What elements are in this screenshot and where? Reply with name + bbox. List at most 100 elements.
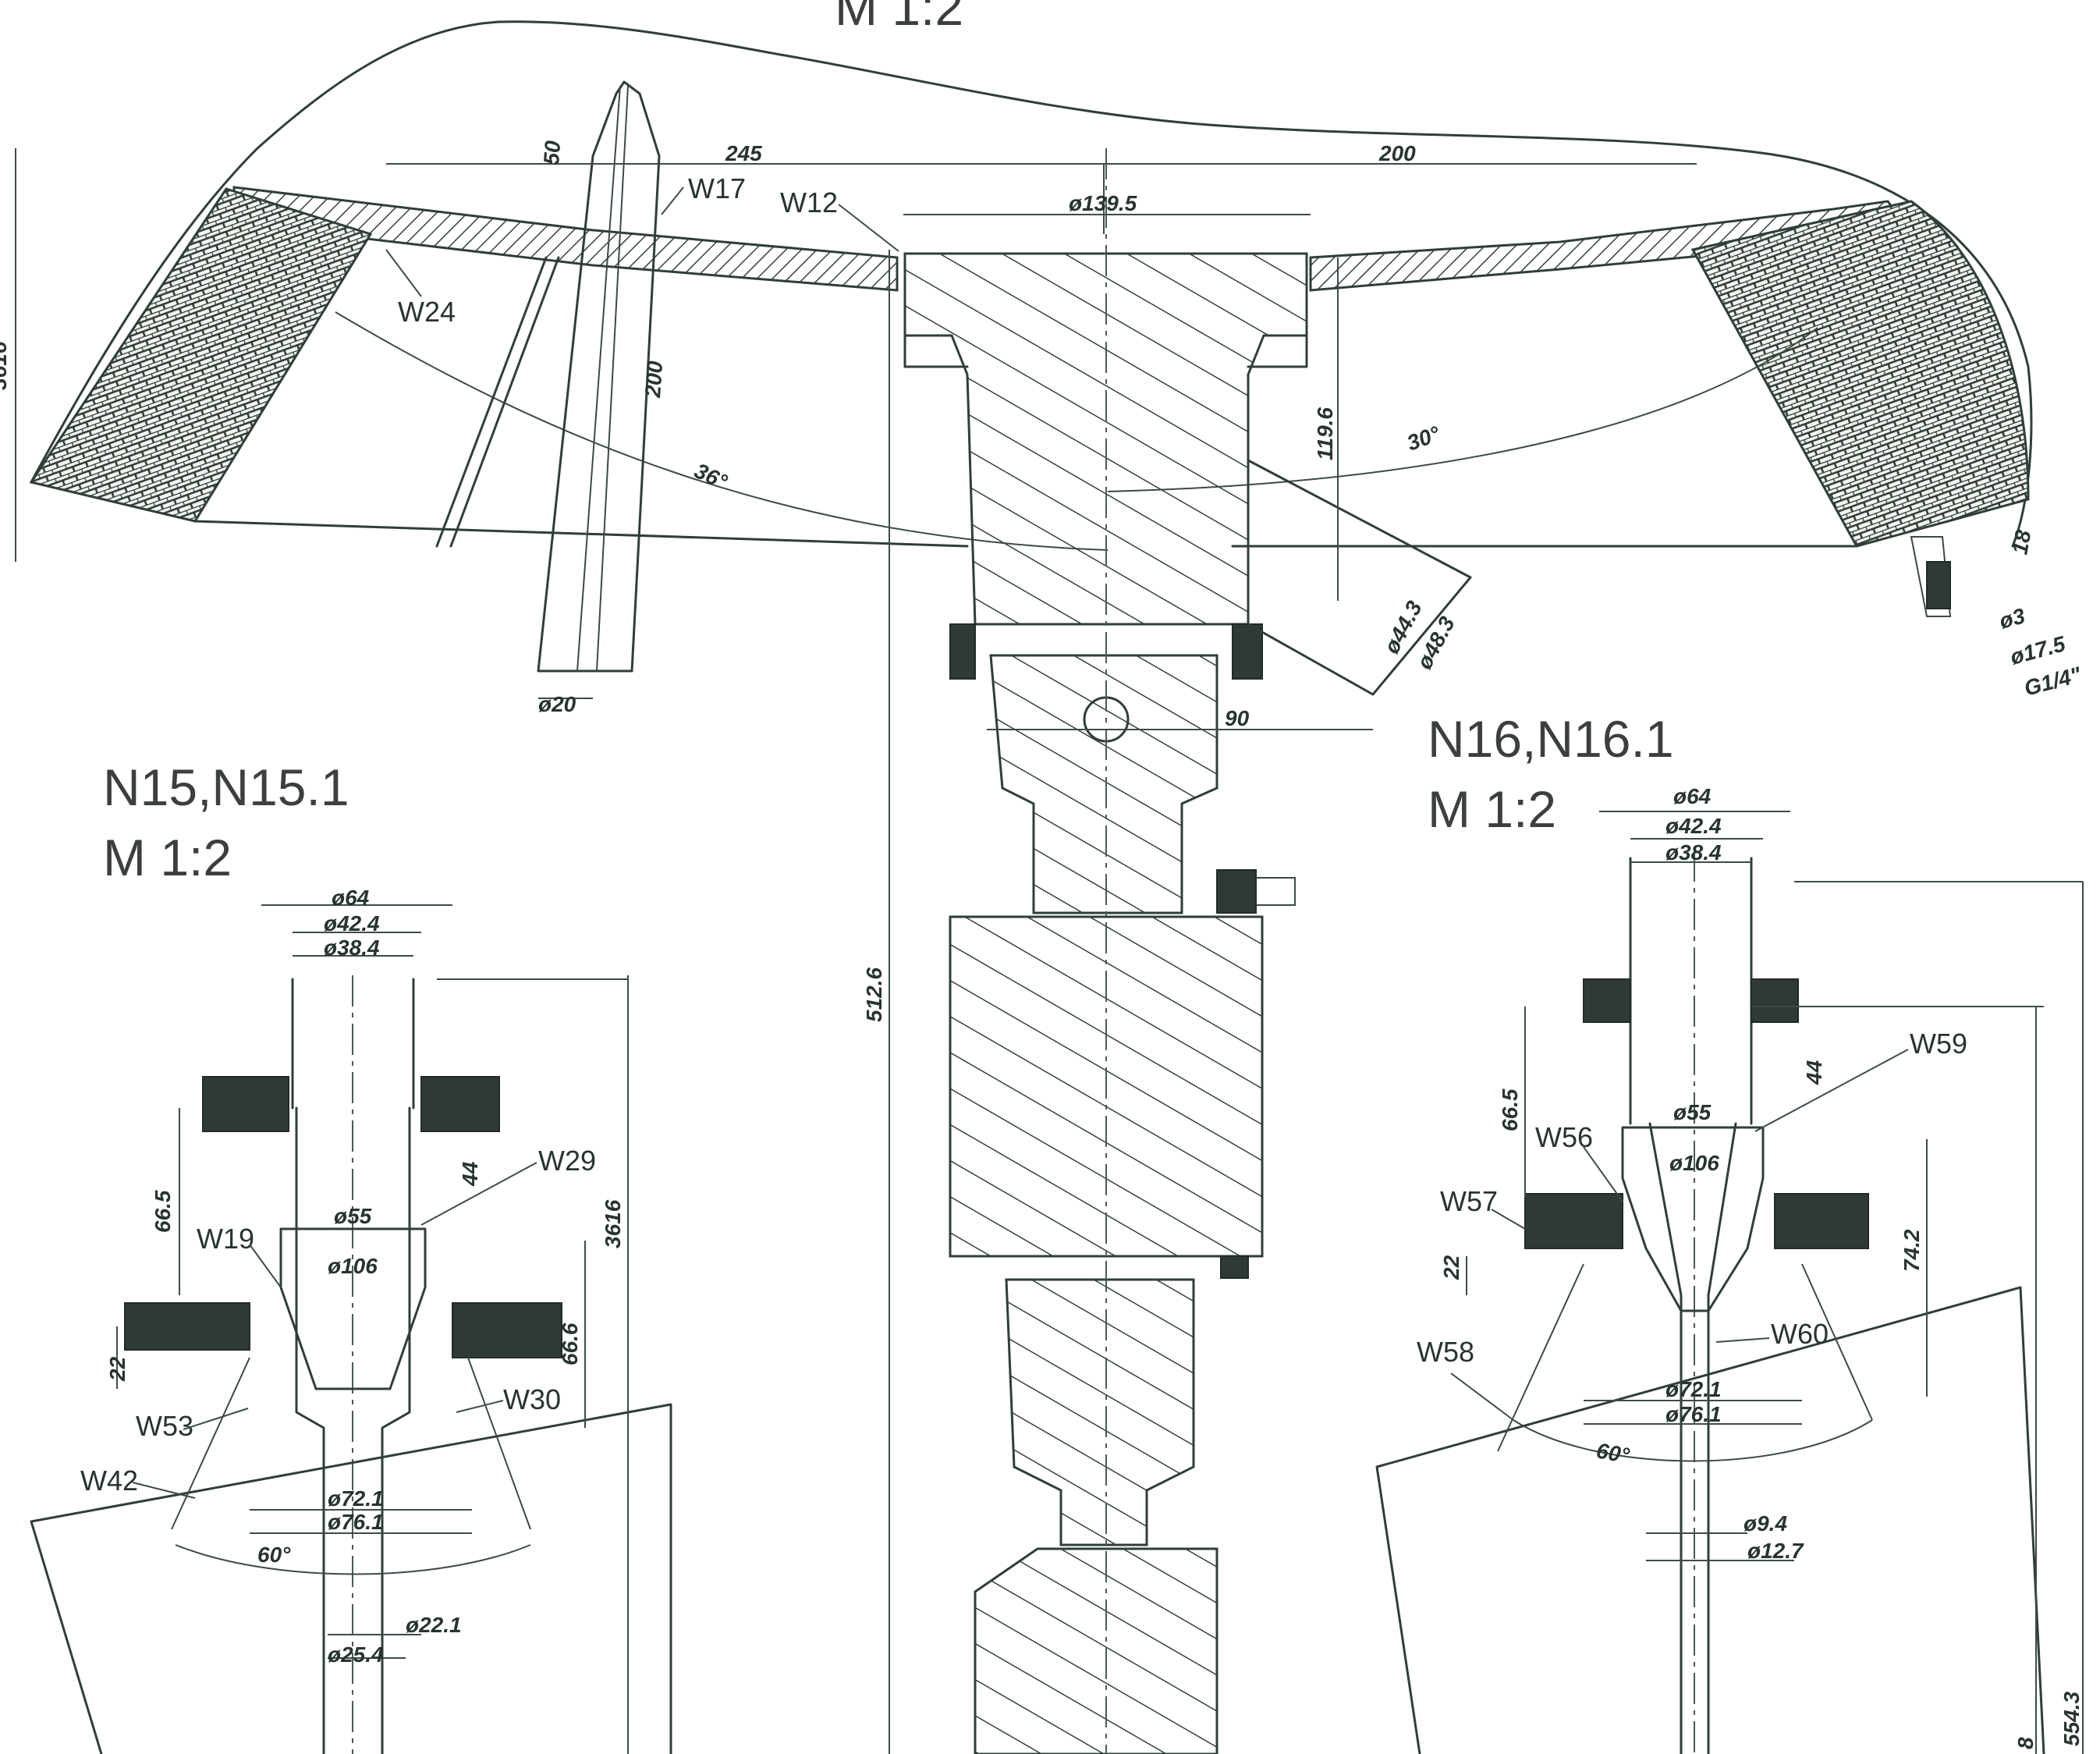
left-flange-lower-r — [452, 1302, 562, 1358]
left-dim-22: 22 — [105, 1356, 129, 1382]
left-dim-66-5: 66.5 — [151, 1190, 175, 1233]
left-pipe — [291, 978, 415, 1754]
left-dim-44: 44 — [458, 1161, 482, 1187]
right-dim-55: ø55 — [1673, 1100, 1712, 1124]
right-flange-lower-r — [1774, 1193, 1869, 1249]
inner-wall-slant — [435, 256, 560, 548]
dim-18: 18 — [2007, 528, 2035, 556]
gasket-right — [1232, 623, 1263, 680]
left-dim-106: ø106 — [328, 1254, 378, 1278]
dim-200-top: 200 — [1378, 141, 1416, 165]
right-dim-22: 22 — [1439, 1255, 1463, 1280]
weld-w17: W17 — [688, 172, 746, 204]
dim-90: 90 — [1225, 706, 1250, 730]
left-weld-leaders — [132, 1162, 537, 1499]
right-view-scale: M 1:2 — [1428, 780, 1556, 838]
right-flange-lower-l — [1524, 1193, 1623, 1249]
inner-contour — [193, 520, 1858, 548]
left-dim-22-1: ø22.1 — [406, 1613, 462, 1637]
left-dim-3616: 3616 — [601, 1199, 625, 1248]
right-flange-upper-r — [1751, 978, 1799, 1023]
left-dim-lines — [116, 904, 629, 1754]
dim-200-well: 200 — [640, 360, 667, 399]
left-flange-upper-r — [420, 1076, 500, 1132]
right-dim-38-4: ø38.4 — [1665, 840, 1722, 865]
right-arc-60 — [1513, 1419, 1873, 1462]
right-dim-74-2: 74.2 — [1900, 1229, 1924, 1272]
left-view: N15,N15.1 M 1:2 W19 W29 W30 W42 W53 ø64 … — [30, 758, 672, 1754]
left-weld-w29: W29 — [538, 1145, 596, 1177]
right-weld-w60: W60 — [1771, 1318, 1829, 1350]
left-flange-upper-l — [202, 1076, 289, 1132]
right-vessel-wall — [1375, 1286, 2045, 1754]
left-angle-60: 60° — [257, 1543, 291, 1567]
right-pipe — [1629, 857, 1753, 1754]
dim-50: 50 — [539, 140, 565, 166]
left-dim-38-4: ø38.4 — [324, 936, 380, 960]
left-dim-72-1: ø72.1 — [328, 1486, 384, 1511]
left-dim-76-1: ø76.1 — [328, 1510, 384, 1534]
right-reducer — [1621, 1126, 1765, 1312]
left-view-scale: M 1:2 — [103, 829, 232, 886]
coupling-thread — [1926, 561, 1951, 609]
dim-245: 245 — [725, 141, 762, 165]
nozzle-flange — [903, 252, 1308, 368]
dim-512-6: 512.6 — [862, 968, 886, 1022]
right-dim-64: ø64 — [1673, 784, 1712, 808]
right-dim-554-3: 554.3 — [2059, 1692, 2084, 1746]
right-dim-42-4: ø42.4 — [1665, 814, 1722, 838]
key-block-detail — [1256, 877, 1296, 906]
left-cone — [171, 1357, 531, 1530]
left-weld-w30: W30 — [503, 1383, 561, 1415]
arc-36 — [335, 311, 1109, 551]
dim-119-6: 119.6 — [1313, 407, 1337, 460]
right-dim-44: 44 — [1802, 1060, 1826, 1085]
right-dim-12-7: ø12.7 — [1747, 1539, 1804, 1563]
right-weld-leaders — [1450, 1049, 1909, 1421]
right-dim-lines — [1466, 811, 2084, 1754]
collar-tab — [1220, 1255, 1249, 1279]
weld-w24: W24 — [398, 296, 456, 328]
right-flange-upper-l — [1583, 978, 1631, 1023]
dim-g14: G1/4" — [2022, 662, 2084, 701]
shaft-lower — [1005, 1278, 1195, 1546]
shaft-upper — [989, 654, 1218, 914]
side-branch — [1247, 459, 1472, 696]
left-vessel-wall — [30, 1403, 672, 1754]
right-dim-8: 8 — [2013, 1737, 2038, 1749]
left-arc-60 — [175, 1544, 531, 1575]
top-scale-label: M 1:2 — [835, 0, 963, 36]
right-dim-76-1: ø76.1 — [1665, 1402, 1722, 1426]
left-dim-66-6: 66.6 — [558, 1323, 582, 1365]
gasket-left — [949, 623, 976, 680]
dim-edge-3616: 3616 — [0, 341, 11, 390]
right-weld-w57: W57 — [1440, 1185, 1498, 1217]
right-view-title: N16,N16.1 — [1428, 710, 1674, 768]
left-flange-lower-l — [124, 1302, 250, 1351]
right-dim-72-1: ø72.1 — [1665, 1377, 1722, 1401]
key-block — [1216, 869, 1257, 914]
thermowell-bore — [576, 85, 629, 672]
coupling-right — [1910, 536, 1952, 617]
dim-17-5: ø17.5 — [2008, 631, 2069, 669]
right-weld-w59: W59 — [1910, 1028, 1967, 1060]
left-dim-55: ø55 — [334, 1204, 372, 1228]
weld-w12: W12 — [780, 186, 838, 218]
dim-139-5: ø139.5 — [1069, 191, 1137, 215]
angle-30: 30° — [1403, 421, 1443, 456]
left-dim-64: ø64 — [332, 886, 370, 910]
left-weld-w42: W42 — [80, 1465, 138, 1497]
insulation-right — [1690, 200, 2030, 548]
left-weld-w53: W53 — [136, 1410, 193, 1442]
shaft-tip — [974, 1547, 1218, 1754]
dim-3: ø3 — [1997, 603, 2028, 634]
right-view: N16,N16.1 M 1:2 W56 W57 W58 W59 W60 ø64 … — [1375, 710, 2084, 1754]
right-dim-9-4: ø9.4 — [1743, 1511, 1787, 1536]
right-weld-w58: W58 — [1417, 1336, 1474, 1368]
right-angle-60: 60° — [1595, 1438, 1632, 1468]
right-dim-106: ø106 — [1669, 1151, 1719, 1175]
left-view-title: N15,N15.1 — [103, 758, 349, 816]
right-dim-66-5: 66.5 — [1498, 1088, 1522, 1131]
